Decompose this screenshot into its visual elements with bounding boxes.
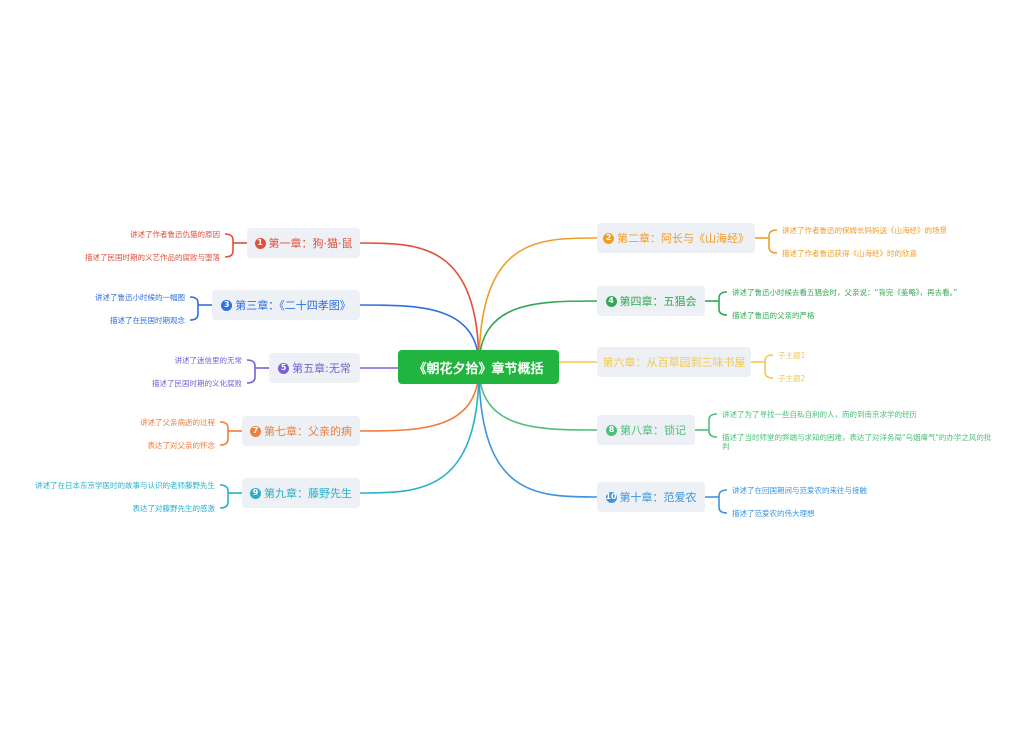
leaf-topic[interactable]: 讲述了迷信里的无常 <box>174 356 243 365</box>
leaf-topic[interactable]: 表达了对父亲的怀念 <box>147 441 216 450</box>
leaf-topic[interactable]: 子主题2 <box>778 374 806 383</box>
leaf-bracket <box>768 229 778 254</box>
chapter-label: 第五章:无常 <box>292 362 351 375</box>
root-branch-connector <box>478 366 598 498</box>
leaf-topic[interactable]: 描述了鲁迅的父亲的严格 <box>732 311 815 320</box>
leaf-topic[interactable]: 描述了民国时期的义艺作品的腐败与堕落 <box>85 253 220 262</box>
leaf-topic[interactable]: 讲述了在回国期间与范爱农的来往与接触 <box>732 486 867 495</box>
chapter-label: 第一章：狗·猫·鼠 <box>268 237 353 250</box>
leaf-bracket <box>718 489 728 514</box>
chapter-number-badge: 1 <box>254 237 266 249</box>
leaf-bracket <box>764 354 774 379</box>
chapter-number-badge: 5 <box>278 362 290 374</box>
leaf-bracket <box>708 413 718 438</box>
chapter-number-badge: 2 <box>603 232 614 244</box>
root-branch-connector <box>359 366 480 432</box>
chapter-label: 第九章：藤野先生 <box>264 487 352 500</box>
leaf-topic[interactable]: 讲述了在日本东京学医时的故事与认识的老师藤野先生 <box>35 481 215 490</box>
chapter-label: 第八章：锁记 <box>620 424 686 437</box>
leaf-topic[interactable]: 表达了对藤野先生的感激 <box>132 504 216 513</box>
leaf-topic[interactable]: 讲述了作者鲁迅的保姆长妈妈送《山海经》的场景 <box>782 226 947 235</box>
leaf-topic[interactable]: 讲述了作者鲁迅仇猫的原因 <box>130 230 220 239</box>
chapter-number-badge: 8 <box>606 424 617 436</box>
leaf-topic[interactable]: 描述了范爱农的伟大理想 <box>732 509 815 518</box>
chapter-number-badge: 7 <box>250 425 261 437</box>
chapter-node-6[interactable]: 第六章：从百草园到三味书屋 <box>597 347 751 377</box>
root-branch-connector <box>478 237 598 368</box>
leaf-bracket <box>219 484 229 509</box>
chapter-label: 第六章：从百草园到三味书屋 <box>602 356 746 369</box>
chapter-label: 第二章：阿长与《山海经》 <box>617 232 749 245</box>
leaf-topic[interactable]: 讲述了父亲病逝的过程 <box>140 418 215 427</box>
leaf-topic[interactable]: 子主题1 <box>778 351 806 360</box>
leaf-topic[interactable]: 描述了民国时期的义化腐败 <box>152 379 242 388</box>
chapter-label: 第四章：五猖会 <box>619 295 697 308</box>
chapter-number-badge: 10 <box>605 491 617 503</box>
leaf-bracket <box>718 291 728 316</box>
leaf-topic[interactable]: 讲述了鲁迅小时候的一幅图 <box>95 293 185 302</box>
chapter-label: 第七章：父亲的病 <box>264 425 352 438</box>
chapter-label: 第三章：《二十四孝图》 <box>235 299 351 312</box>
root-topic[interactable]: 《朝花夕拾》章节概括 <box>398 350 559 384</box>
root-branch-connector <box>478 300 598 368</box>
leaf-bracket <box>224 233 234 258</box>
leaf-bracket <box>219 421 229 446</box>
leaf-bracket <box>189 296 199 321</box>
root-branch-connector <box>359 366 480 494</box>
leaf-topic[interactable]: 描述了作者鲁迅获得《山海经》时的欣喜 <box>782 249 917 258</box>
leaf-topic[interactable]: 讲述了为了寻找一些自私自利的人，而的到南京求学的经历 <box>722 410 917 419</box>
leaf-topic[interactable]: 描述了当时师堂的弊端与求知的困难，表达了对洋务局"乌烟瘴气"的办学之风的批判 <box>722 433 992 451</box>
chapter-number-badge: 3 <box>221 299 233 311</box>
chapter-number-badge: 9 <box>250 487 261 499</box>
leaf-topic[interactable]: 描述了在民国时期观念 <box>110 316 185 325</box>
chapter-number-badge: 4 <box>605 295 617 307</box>
chapter-label: 第十章：范爱农 <box>619 491 697 504</box>
root-branch-connector <box>359 304 480 368</box>
leaf-topic[interactable]: 讲述了鲁迅小时候去看五猖会时，父亲说：“背完《鉴略》，再去看。” <box>732 288 958 297</box>
root-branch-connector <box>359 242 480 368</box>
leaf-bracket <box>246 359 256 384</box>
root-branch-connector <box>478 366 598 431</box>
